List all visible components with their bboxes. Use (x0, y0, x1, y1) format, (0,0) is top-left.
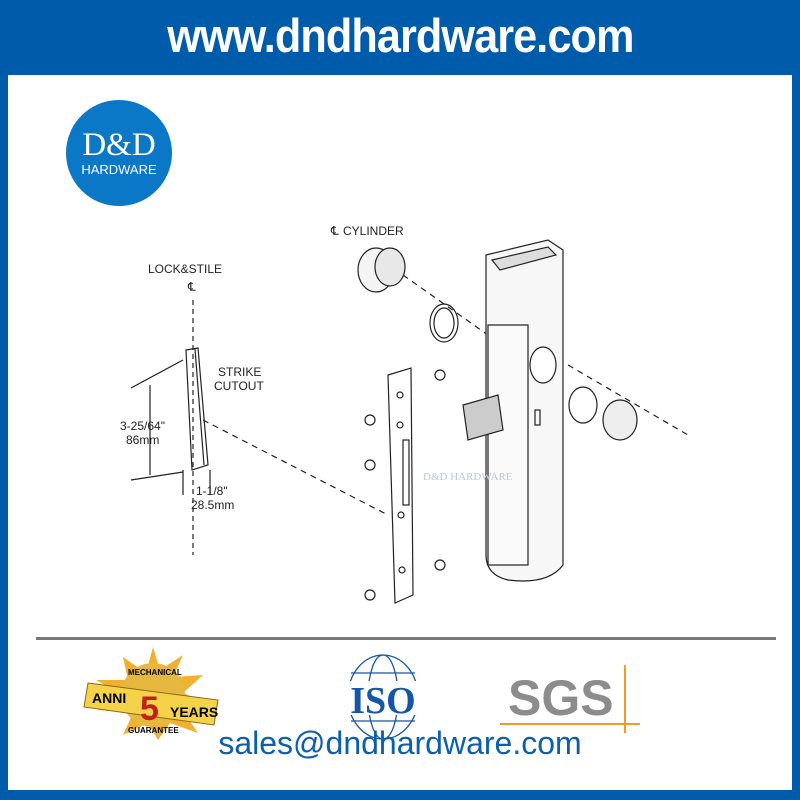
height-inches: 3-25/64" (120, 419, 165, 433)
sgs-logo: SGS (500, 665, 640, 733)
lock-body (462, 239, 564, 582)
contact-email[interactable]: sales@dndhardware.com (218, 725, 582, 761)
cylinder-right (567, 364, 689, 441)
site-url: www.dndhardware.com (166, 9, 634, 62)
lock-stile-label: LOCK&STILE (148, 262, 222, 276)
faceplate (387, 367, 414, 604)
divider (36, 637, 776, 640)
lock-stile-centerline-symbol: ℄ (187, 280, 196, 294)
warranty-number: 5 (140, 690, 159, 728)
width-mm: 28.5mm (191, 498, 234, 512)
cutout-label: CUTOUT (214, 379, 264, 393)
logo-name: D&D (82, 127, 156, 163)
screws (364, 369, 446, 601)
warranty-bottom: GUARANTEE (128, 726, 179, 735)
brand-logo: D&D HARDWARE (66, 100, 172, 206)
strike-cutout-shape (130, 300, 389, 555)
height-mm: 86mm (126, 433, 159, 447)
lock-exploded-diagram: ℄ CYLINDER LOCK&STILE ℄ STRIKE CUTOUT 3-… (120, 224, 689, 604)
sgs-text: SGS (508, 670, 614, 726)
cylinder-top (357, 247, 489, 343)
cylinder-label: CYLINDER (343, 224, 404, 238)
centerline-symbol: ℄ (330, 224, 339, 238)
warranty-left: ANNI (92, 690, 126, 706)
bottom-bar (0, 790, 800, 800)
width-inches: 1-1/8" (196, 484, 228, 498)
strike-label: STRIKE (218, 365, 261, 379)
iso-text: ISO (350, 680, 415, 722)
watermark: D&D HARDWARE (423, 471, 513, 483)
warranty-right: YEARS (170, 704, 218, 720)
content-panel: D&D HARDWARE (8, 75, 792, 790)
warranty-badge: MECHANICAL ANNI 5 YEARS GUARANTEE (83, 647, 219, 740)
logo-subtitle: HARDWARE (81, 162, 157, 177)
warranty-top: MECHANICAL (128, 668, 182, 677)
header-banner: www.dndhardware.com (0, 0, 800, 75)
iso-logo: ISO (335, 654, 431, 740)
